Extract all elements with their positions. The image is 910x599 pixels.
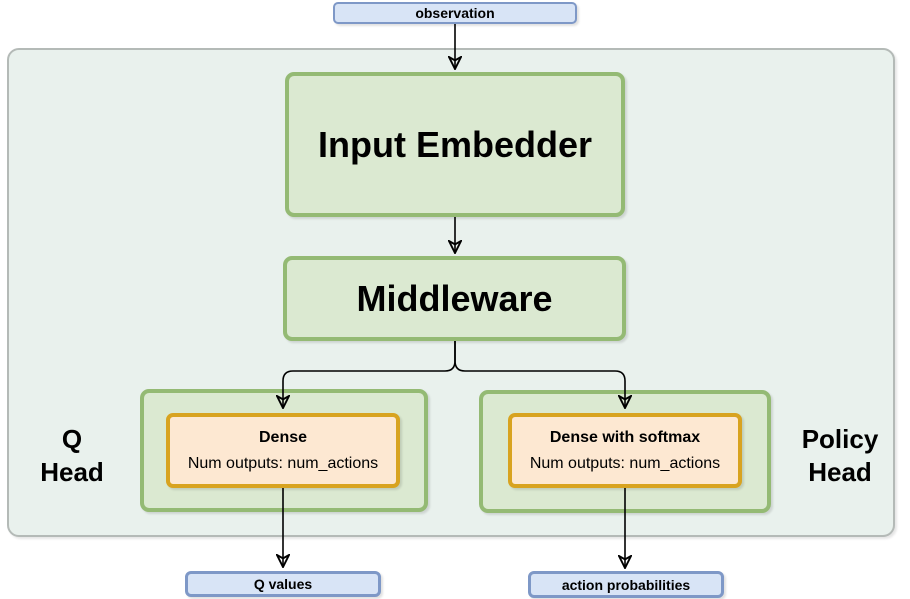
action-probabilities-box: action probabilities xyxy=(528,571,724,598)
observation-box: observation xyxy=(333,2,577,24)
q-dense-box: Dense Num outputs: num_actions xyxy=(166,413,400,488)
input-embedder-label: Input Embedder xyxy=(317,123,592,165)
q-head-side-label-line2: Head xyxy=(40,457,104,487)
policy-head-side-label-line2: Head xyxy=(808,457,872,487)
input-embedder-box: Input Embedder xyxy=(285,72,625,217)
middleware-label: Middleware xyxy=(356,277,553,319)
q-head-side-label: Q Head xyxy=(20,423,124,489)
policy-dense-title: Dense with softmax xyxy=(549,428,701,446)
q-values-box: Q values xyxy=(185,571,381,597)
middleware-box: Middleware xyxy=(283,256,626,341)
policy-head-side-label: Policy Head xyxy=(786,423,894,489)
policy-dense-box: Dense with softmax Num outputs: num_acti… xyxy=(508,413,742,488)
policy-head-side-label-line1: Policy xyxy=(801,424,879,454)
q-dense-title: Dense xyxy=(258,428,308,446)
policy-dense-subtitle: Num outputs: num_actions xyxy=(529,454,721,472)
q-dense-subtitle: Num outputs: num_actions xyxy=(187,454,379,472)
q-head-side-label-line1: Q xyxy=(61,424,83,454)
